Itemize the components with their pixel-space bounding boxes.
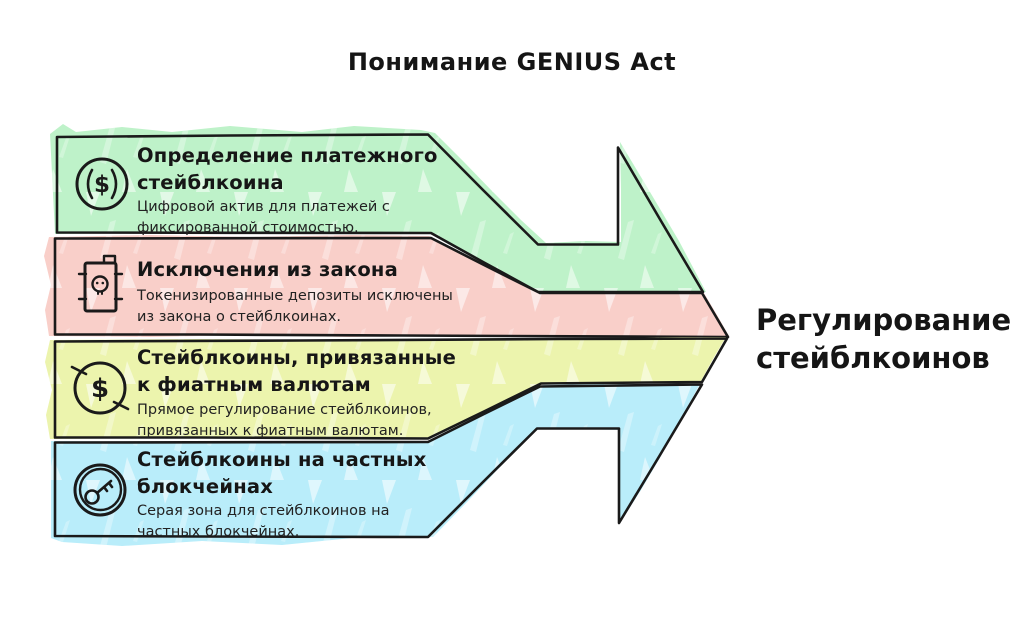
result-label-line: стейблкоинов bbox=[756, 341, 990, 375]
band-description-line: Серая зона для стейблкоинов на bbox=[137, 503, 390, 519]
band-description-line: из закона о стейблкоинах. bbox=[137, 308, 342, 325]
band-outline-yellow bbox=[53, 337, 729, 440]
band-texture-yellow bbox=[45, 337, 726, 439]
band-title-payment-stablecoin-definition: Определение платежного стейблкоина bbox=[137, 143, 438, 196]
band-title-private-blockchain-stablecoins: Стейблкоины на частных блокчейнах bbox=[137, 447, 427, 500]
band-description-payment-stablecoin-definition: Цифровой актив для платежей с фиксирован… bbox=[137, 197, 390, 238]
dollar-coin-icon: $ bbox=[75, 157, 129, 211]
band-texture-green bbox=[50, 124, 706, 292]
band-title-line: Стейблкоины, привязанные bbox=[137, 346, 457, 369]
band-title-law-exclusions: Исключения из закона bbox=[137, 257, 398, 284]
band-description-line: привязанных к фиатным валютам. bbox=[137, 422, 404, 439]
band-description-fiat-pegged-stablecoins: Прямое регулирование стейблкоинов, привя… bbox=[137, 400, 432, 441]
band-shape-payment-stablecoin-definition bbox=[50, 124, 706, 294]
band-title-line: Исключения из закона bbox=[137, 258, 398, 281]
page-title: Понимание GENIUS Act bbox=[347, 48, 677, 76]
band-description-line: Цифровой актив для платежей с bbox=[137, 199, 390, 215]
band-title-line: к фиатным валютам bbox=[137, 372, 371, 396]
band-title-line: стейблкоина bbox=[137, 170, 284, 194]
band-shape-fiat-pegged-stablecoins bbox=[45, 337, 729, 440]
band-title-line: Стейблкоины на частных bbox=[137, 448, 427, 471]
band-outline-pink bbox=[53, 236, 730, 339]
result-label: Регулирование стейблкоинов bbox=[756, 301, 1016, 377]
band-outline-green bbox=[55, 133, 705, 294]
band-shape-law-exclusions bbox=[44, 235, 730, 339]
band-title-fiat-pegged-stablecoins: Стейблкоины, привязанные к фиатным валют… bbox=[137, 345, 456, 398]
band-texture-blue bbox=[51, 384, 700, 546]
result-label-line: Регулирование bbox=[756, 303, 1012, 337]
band-description-line: частных блокчейнах. bbox=[137, 523, 300, 540]
toxic-barrel-icon bbox=[77, 254, 124, 313]
band-description-private-blockchain-stablecoins: Серая зона для стейблкоинов на частных б… bbox=[137, 501, 390, 542]
band-description-line: Токенизированные депозиты исключены bbox=[137, 288, 453, 304]
band-title-line: блокчейнах bbox=[137, 474, 274, 498]
band-shape-private-blockchain-stablecoins bbox=[51, 383, 704, 546]
band-description-line: фиксированной стоимостью. bbox=[137, 219, 359, 236]
band-description-line: Прямое регулирование стейблкоинов, bbox=[137, 402, 432, 418]
band-texture-pink bbox=[44, 235, 729, 337]
svg-text:$: $ bbox=[91, 374, 109, 404]
svg-text:$: $ bbox=[94, 172, 110, 198]
dollar-slash-coin-icon: $ bbox=[70, 361, 130, 415]
band-description-law-exclusions: Токенизированные депозиты исключены из з… bbox=[137, 286, 453, 327]
key-coin-icon bbox=[73, 463, 127, 517]
band-outline-blue bbox=[53, 383, 704, 539]
band-title-line: Определение платежного bbox=[137, 144, 438, 167]
